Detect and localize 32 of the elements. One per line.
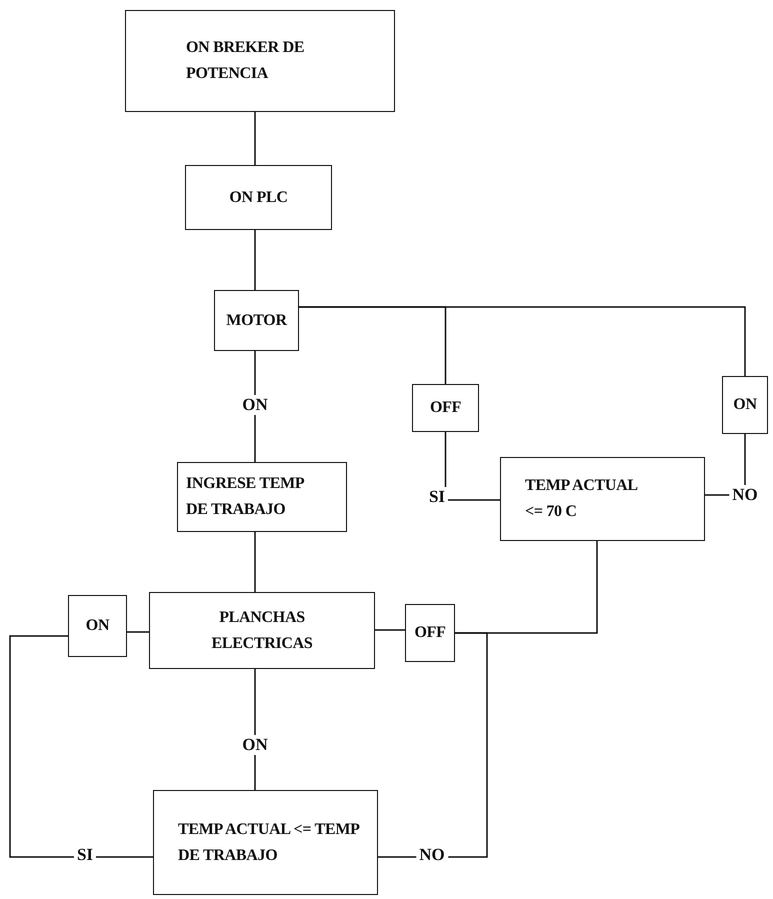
connector-line — [375, 629, 405, 631]
process-box — [68, 595, 127, 657]
process-box — [405, 604, 455, 662]
process-box — [149, 592, 375, 669]
process-box — [412, 384, 479, 432]
process-box — [185, 165, 332, 230]
box-text: ON PLC — [229, 188, 288, 208]
process-box — [500, 457, 705, 541]
connector-line — [127, 631, 149, 633]
process-box — [153, 790, 378, 895]
box-text: INGRESE TEMP DE TRABAJO — [186, 474, 305, 520]
connector-line — [444, 432, 500, 501]
connector-line — [254, 112, 256, 165]
process-box — [722, 376, 768, 434]
connector-line — [299, 306, 746, 376]
connector-line — [254, 230, 256, 290]
box-text: TEMP ACTUAL <= 70 C — [525, 476, 638, 522]
connector-line — [9, 635, 153, 858]
connector-line — [378, 632, 488, 858]
box-text: PLANCHAS ELECTRICAS — [210, 608, 314, 654]
process-box — [125, 10, 395, 112]
box-text: OFF — [430, 398, 462, 418]
process-box — [177, 462, 347, 532]
connector-line — [455, 541, 598, 634]
box-text: ON BREKER DE POTENCIA — [186, 38, 306, 84]
box-text: ON — [733, 395, 757, 416]
box-text: OFF — [414, 623, 446, 644]
box-text: MOTOR — [226, 310, 287, 331]
connector-line — [254, 532, 256, 592]
box-text: TEMP ACTUAL <= TEMP DE TRABAJO — [178, 820, 360, 866]
process-box — [214, 290, 299, 351]
box-text: ON — [86, 616, 110, 636]
